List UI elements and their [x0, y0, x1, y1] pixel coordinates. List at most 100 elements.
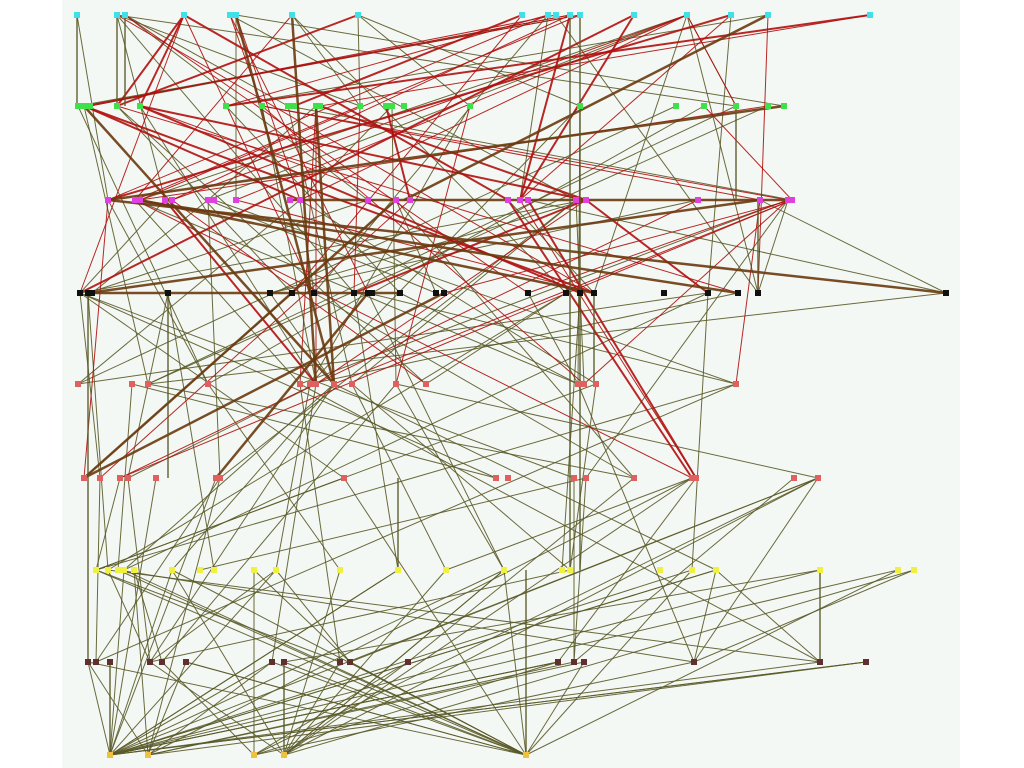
graph-node[interactable] [251, 752, 257, 758]
graph-node[interactable] [571, 659, 577, 665]
graph-node[interactable] [395, 567, 401, 573]
graph-node[interactable] [81, 103, 87, 109]
graph-node[interactable] [555, 659, 561, 665]
graph-node[interactable] [169, 567, 175, 573]
graph-node[interactable] [631, 12, 637, 18]
graph-node[interactable] [567, 12, 573, 18]
graph-node[interactable] [755, 290, 761, 296]
graph-node[interactable] [397, 290, 403, 296]
graph-node[interactable] [114, 103, 120, 109]
graph-node[interactable] [269, 659, 275, 665]
graph-node[interactable] [735, 290, 741, 296]
graph-node[interactable] [525, 290, 531, 296]
graph-node[interactable] [313, 381, 319, 387]
graph-node[interactable] [733, 381, 739, 387]
graph-node[interactable] [789, 197, 795, 203]
graph-node[interactable] [121, 567, 127, 573]
graph-node[interactable] [341, 475, 347, 481]
graph-node[interactable] [563, 290, 569, 296]
graph-node[interactable] [785, 197, 791, 203]
graph-node[interactable] [657, 567, 663, 573]
graph-node[interactable] [393, 197, 399, 203]
graph-node[interactable] [577, 290, 583, 296]
graph-node[interactable] [311, 290, 317, 296]
graph-node[interactable] [77, 290, 83, 296]
graph-node[interactable] [205, 197, 211, 203]
graph-node[interactable] [115, 567, 121, 573]
graph-node[interactable] [107, 752, 113, 758]
graph-node[interactable] [223, 103, 229, 109]
graph-node[interactable] [365, 197, 371, 203]
graph-node[interactable] [162, 197, 168, 203]
graph-node[interactable] [93, 567, 99, 573]
graph-node[interactable] [575, 381, 581, 387]
graph-node[interactable] [93, 659, 99, 665]
graph-node[interactable] [519, 12, 525, 18]
graph-node[interactable] [815, 475, 821, 481]
graph-node[interactable] [297, 197, 303, 203]
graph-node[interactable] [693, 475, 699, 481]
graph-node[interactable] [581, 381, 587, 387]
graph-node[interactable] [114, 12, 120, 18]
graph-node[interactable] [523, 752, 529, 758]
graph-node[interactable] [331, 381, 337, 387]
graph-node[interactable] [337, 567, 343, 573]
graph-node[interactable] [757, 197, 763, 203]
graph-node[interactable] [289, 12, 295, 18]
graph-node[interactable] [131, 567, 137, 573]
graph-node[interactable] [441, 290, 447, 296]
graph-node[interactable] [433, 290, 439, 296]
graph-node[interactable] [153, 475, 159, 481]
graph-node[interactable] [217, 475, 223, 481]
graph-node[interactable] [227, 12, 233, 18]
graph-node[interactable] [765, 12, 771, 18]
graph-node[interactable] [791, 475, 797, 481]
graph-node[interactable] [577, 103, 583, 109]
graph-node[interactable] [705, 290, 711, 296]
graph-node[interactable] [393, 381, 399, 387]
graph-node[interactable] [591, 290, 597, 296]
graph-node[interactable] [307, 381, 313, 387]
graph-node[interactable] [573, 197, 579, 203]
graph-node[interactable] [817, 567, 823, 573]
graph-node[interactable] [287, 197, 293, 203]
graph-node[interactable] [581, 659, 587, 665]
graph-node[interactable] [911, 567, 917, 573]
graph-node[interactable] [213, 475, 219, 481]
graph-node[interactable] [389, 103, 395, 109]
graph-node[interactable] [583, 475, 589, 481]
graph-node[interactable] [181, 12, 187, 18]
graph-node[interactable] [81, 475, 87, 481]
graph-node[interactable] [863, 659, 869, 665]
graph-node[interactable] [728, 12, 734, 18]
graph-node[interactable] [355, 12, 361, 18]
graph-node[interactable] [233, 197, 239, 203]
graph-node[interactable] [369, 290, 375, 296]
graph-node[interactable] [505, 475, 511, 481]
graph-node[interactable] [137, 197, 143, 203]
graph-node[interactable] [349, 381, 355, 387]
graph-node[interactable] [357, 103, 363, 109]
graph-node[interactable] [525, 197, 531, 203]
graph-node[interactable] [559, 567, 565, 573]
graph-node[interactable] [267, 290, 273, 296]
graph-node[interactable] [571, 475, 577, 481]
graph-node[interactable] [259, 103, 265, 109]
graph-canvas[interactable] [62, 0, 960, 768]
graph-node[interactable] [107, 659, 113, 665]
graph-node[interactable] [313, 103, 319, 109]
graph-node[interactable] [781, 103, 787, 109]
graph-node[interactable] [443, 567, 449, 573]
graph-node[interactable] [197, 567, 203, 573]
graph-node[interactable] [493, 475, 499, 481]
graph-node[interactable] [97, 475, 103, 481]
graph-node[interactable] [159, 659, 165, 665]
graph-node[interactable] [145, 381, 151, 387]
graph-node[interactable] [695, 197, 701, 203]
graph-node[interactable] [347, 659, 353, 665]
graph-node[interactable] [183, 659, 189, 665]
graph-node[interactable] [405, 659, 411, 665]
graph-node[interactable] [501, 567, 507, 573]
graph-node[interactable] [631, 475, 637, 481]
